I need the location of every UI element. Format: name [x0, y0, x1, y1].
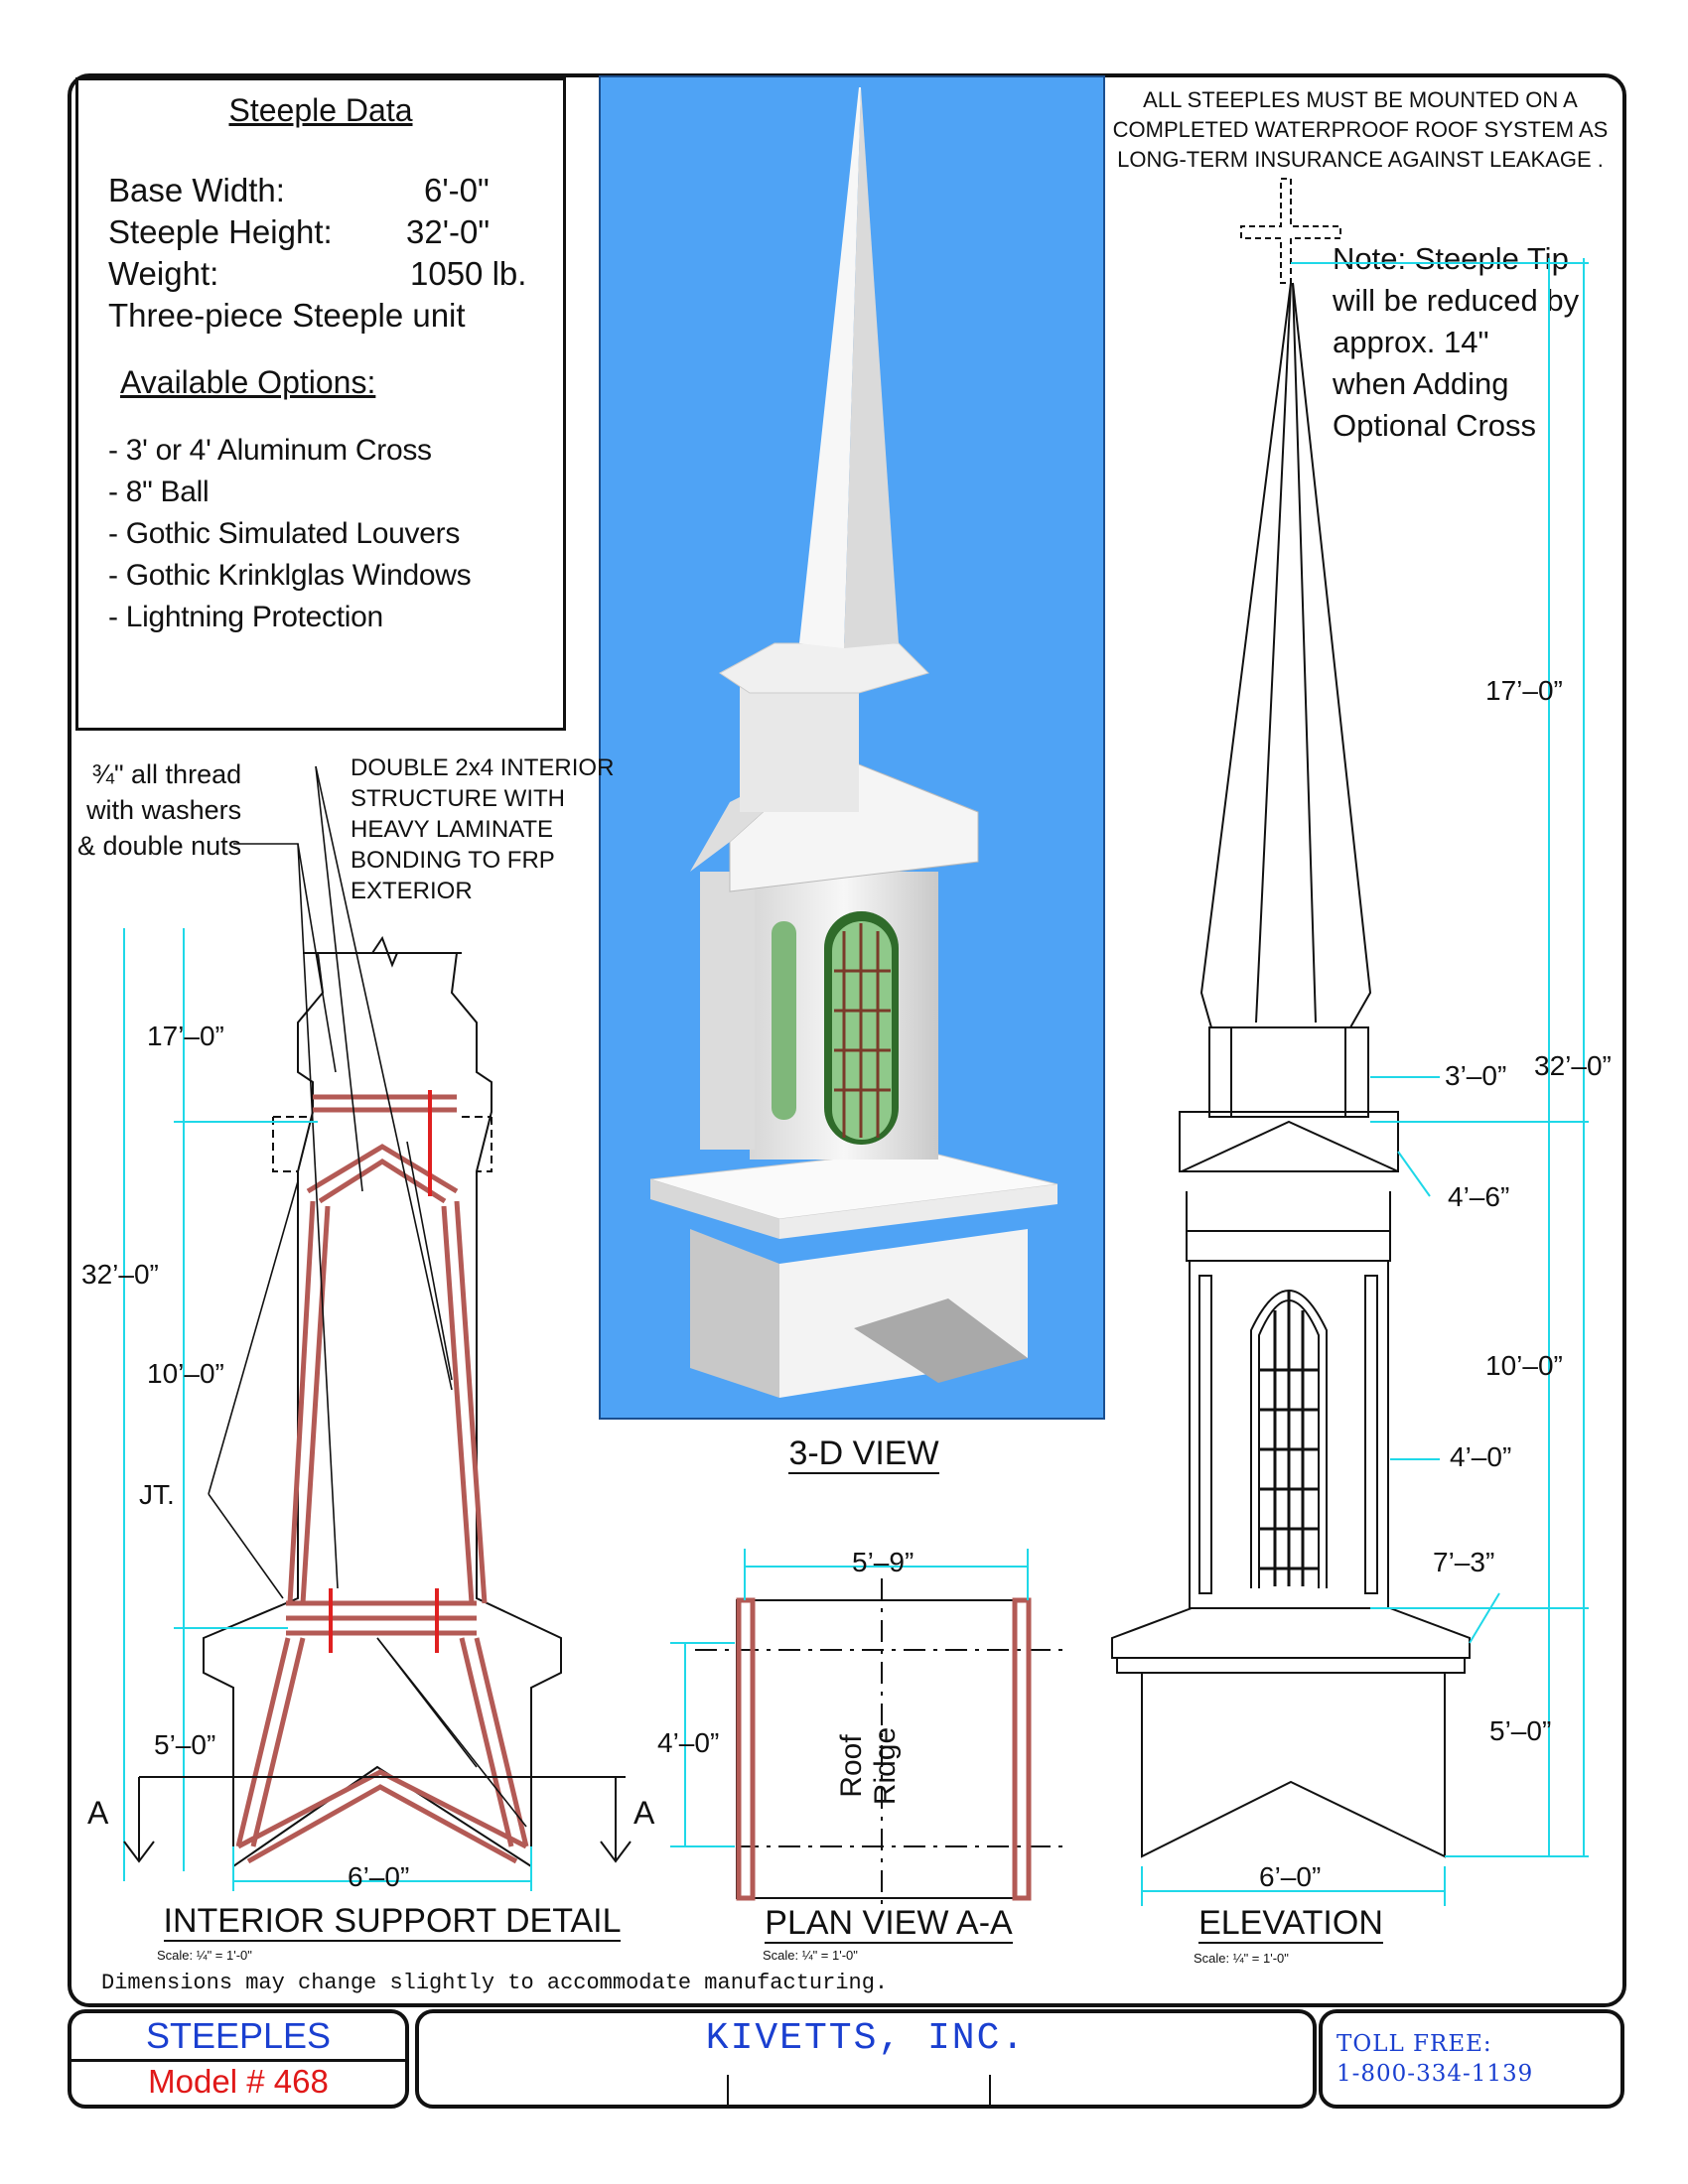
- footer-phone: 1-800-334-1139: [1336, 2061, 1534, 2087]
- plan-dim-depth: 4’–0”: [657, 1727, 720, 1758]
- unit-note: Three-piece Steeple unit: [108, 297, 466, 334]
- elevation-caption: ELEVATION: [1187, 1904, 1395, 1944]
- elev-dim-5: 5’–0”: [1489, 1715, 1552, 1746]
- plan-caption-text: PLAN VIEW A-A: [765, 1904, 1013, 1944]
- data-value-weight: 1050 lb.: [410, 255, 527, 292]
- option-item: - Gothic Simulated Louvers: [108, 517, 461, 550]
- roof-ridge-label: Roof Ridge: [835, 1726, 902, 1806]
- option-item: - 3' or 4' Aluminum Cross: [108, 434, 432, 467]
- interior-dim-5: 5’–0”: [154, 1729, 216, 1760]
- data-label-height: Steeple Height:: [108, 213, 333, 250]
- interior-jt-label: JT.: [139, 1479, 175, 1510]
- structure-callout: DOUBLE 2x4 INTERIOR STRUCTURE WITH HEAVY…: [351, 752, 614, 906]
- data-label-base-width: Base Width:: [108, 172, 285, 208]
- elev-dim-6: 6’–0”: [1259, 1861, 1322, 1892]
- interior-dim-6: 6’–0”: [348, 1861, 410, 1892]
- mounting-note-line: ALL STEEPLES MUST BE MOUNTED ON A: [1143, 87, 1578, 112]
- footer-tollfree-label: TOLL FREE:: [1336, 2031, 1492, 2057]
- elev-dim-10: 10’–0”: [1485, 1350, 1563, 1381]
- 3d-caption: 3-D VIEW: [774, 1434, 953, 1474]
- tip-note-line: approx. 14": [1333, 325, 1489, 359]
- thread-callout-line: ¾" all thread: [91, 759, 242, 789]
- option-item: - Gothic Krinklglas Windows: [108, 559, 472, 592]
- interior-dim-17: 17’–0”: [147, 1021, 224, 1051]
- elev-dim-4-6: 4’–6”: [1448, 1181, 1510, 1212]
- disclaimer: Dimensions may change slightly to accomm…: [101, 1971, 889, 1995]
- elevation-caption-text: ELEVATION: [1198, 1904, 1383, 1944]
- section-a-left: A: [87, 1795, 109, 1831]
- footer-company-box: KIVETTS, INC.: [415, 2009, 1317, 2109]
- interior-caption: INTERIOR SUPPORT DETAIL: [149, 1902, 635, 1942]
- elev-dim-17: 17’–0”: [1485, 675, 1563, 706]
- plan-caption: PLAN VIEW A-A: [755, 1904, 1023, 1944]
- structure-callout-line: HEAVY LAMINATE: [351, 816, 554, 843]
- tip-note-line: when Adding: [1333, 366, 1509, 401]
- elev-dim-32: 32’–0”: [1534, 1050, 1612, 1081]
- footer-category-box: STEEPLES Model # 468: [68, 2009, 409, 2109]
- option-item: - 8" Ball: [108, 476, 210, 508]
- plan-scale: Scale: ¼" = 1'-0": [763, 1948, 858, 1963]
- thread-callout-line: with washers: [86, 795, 242, 825]
- technical-drawing: [123, 178, 1589, 1916]
- steeple-data-title: Steeple Data: [228, 92, 413, 128]
- mounting-note-line: COMPLETED WATERPROOF ROOF SYSTEM AS: [1112, 117, 1609, 142]
- steeple-data-box: Steeple Data Base Width: 6'-0" Steeple H…: [75, 77, 566, 731]
- footer-company: KIVETTS, INC.: [705, 2017, 1027, 2060]
- structure-callout-line: STRUCTURE WITH: [351, 785, 565, 812]
- tip-note: Note: Steeple Tip will be reduced by app…: [1333, 238, 1579, 447]
- elev-dim-3: 3’–0”: [1445, 1060, 1507, 1091]
- elev-dim-4: 4’–0”: [1450, 1441, 1512, 1472]
- thread-callout: ¾" all thread with washers & double nuts: [77, 756, 241, 864]
- interior-dim-32: 32’–0”: [81, 1259, 159, 1290]
- 3d-steeple-rendering: [649, 87, 1058, 1398]
- structure-callout-line: BONDING TO FRP: [351, 847, 555, 874]
- data-value-base-width: 6'-0": [424, 172, 490, 208]
- interior-caption-text: INTERIOR SUPPORT DETAIL: [163, 1902, 622, 1942]
- section-a-right: A: [633, 1795, 655, 1831]
- option-item: - Lightning Protection: [108, 601, 383, 633]
- data-value-height: 32'-0": [406, 213, 491, 250]
- 3d-view-panel: [599, 75, 1105, 1420]
- interior-scale: Scale: ¼" = 1'-0": [157, 1948, 252, 1963]
- elevation-scale: Scale: ¼" = 1'-0": [1194, 1951, 1289, 1966]
- footer-model: Model # 468: [148, 2063, 329, 2100]
- footer-phone-box: TOLL FREE: 1-800-334-1139: [1319, 2009, 1624, 2109]
- tip-note-line: will be reduced by: [1333, 283, 1580, 318]
- elev-dim-7-3: 7’–3”: [1433, 1547, 1495, 1577]
- thread-callout-line: & double nuts: [77, 831, 242, 861]
- plan-dim-width: 5’–9”: [852, 1547, 914, 1577]
- mounting-note-line: LONG-TERM INSURANCE AGAINST LEAKAGE .: [1117, 147, 1604, 172]
- footer-category: STEEPLES: [145, 2015, 332, 2056]
- 3d-caption-text: 3-D VIEW: [788, 1434, 939, 1474]
- structure-callout-line: EXTERIOR: [351, 878, 473, 904]
- options-title: Available Options:: [120, 364, 376, 400]
- structure-callout-line: DOUBLE 2x4 INTERIOR: [351, 754, 615, 781]
- tip-note-line: Optional Cross: [1333, 408, 1537, 443]
- tip-note-line: Note: Steeple Tip: [1333, 241, 1569, 276]
- mounting-note: ALL STEEPLES MUST BE MOUNTED ON A COMPLE…: [1112, 85, 1609, 175]
- interior-dim-10: 10’–0”: [147, 1358, 224, 1389]
- data-label-weight: Weight:: [108, 255, 219, 292]
